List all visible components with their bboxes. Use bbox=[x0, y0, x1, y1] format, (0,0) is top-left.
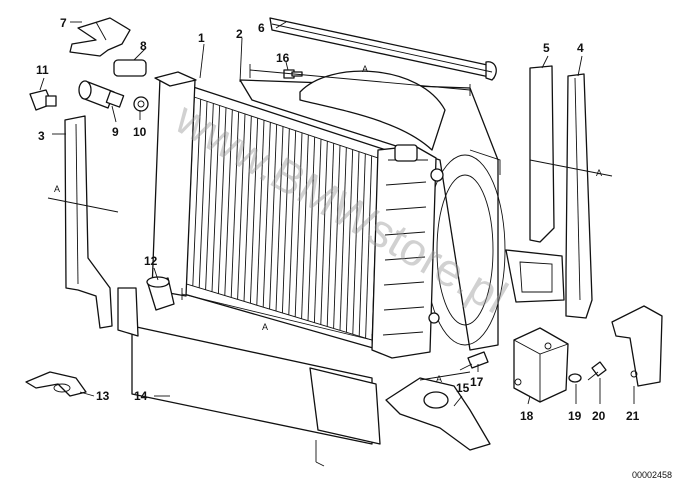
dimension-label-right: A bbox=[596, 168, 602, 178]
radiator-fin-line bbox=[269, 124, 278, 310]
callout-9: 9 bbox=[112, 125, 119, 139]
callout-19: 19 bbox=[568, 409, 582, 423]
callout-18: 18 bbox=[520, 409, 534, 423]
radiator-fin-line bbox=[198, 101, 208, 288]
radiator-fin-line bbox=[365, 155, 373, 339]
radiator-fin-line bbox=[249, 118, 259, 304]
callout-14: 14 bbox=[134, 389, 148, 403]
screw-20 bbox=[587, 361, 607, 381]
callout-12: 12 bbox=[144, 254, 158, 268]
upper-bracket bbox=[69, 17, 131, 57]
radiator-fin-line bbox=[275, 126, 284, 312]
dimension-label-lower: A bbox=[436, 374, 442, 384]
callout-1: 1 bbox=[198, 31, 205, 45]
radiator-fin-line bbox=[320, 141, 328, 325]
rubber-pad bbox=[113, 59, 147, 77]
radiator-fin-line bbox=[243, 115, 252, 302]
callout-3: 3 bbox=[38, 129, 45, 143]
radiator-fin-line bbox=[339, 147, 347, 331]
radiator-fin-line bbox=[288, 130, 297, 315]
callout-8: 8 bbox=[140, 39, 147, 53]
callout-13: 13 bbox=[96, 389, 110, 403]
radiator-fin-line bbox=[313, 139, 322, 323]
callout-10: 10 bbox=[133, 125, 147, 139]
radiator-fin-line bbox=[294, 132, 303, 317]
drain-plug bbox=[29, 89, 57, 111]
radiator-fin-line bbox=[301, 134, 309, 319]
callout-15: 15 bbox=[456, 381, 470, 395]
radiator-fin-line bbox=[211, 105, 221, 292]
radiator-fin-line bbox=[230, 111, 240, 298]
lower-cover-panel bbox=[117, 287, 381, 467]
radiator-right-tank bbox=[371, 144, 444, 359]
callout-4: 4 bbox=[577, 41, 584, 55]
radiator-fin-line bbox=[345, 149, 354, 333]
radiator-fin-line bbox=[224, 109, 233, 296]
radiator-fin-line bbox=[352, 151, 360, 335]
radiator-fin-line bbox=[262, 122, 271, 308]
sealing-washer bbox=[133, 96, 149, 112]
lower-bracket bbox=[611, 305, 663, 387]
radiator-fin-line bbox=[205, 103, 214, 290]
callout-2: 2 bbox=[236, 27, 243, 41]
right-outer-panel bbox=[565, 73, 593, 319]
radiator-fin-line bbox=[281, 128, 290, 313]
radiator-fin-line bbox=[358, 153, 366, 337]
screw-17 bbox=[459, 351, 489, 371]
right-inner-panel bbox=[505, 65, 565, 303]
temperature-switch bbox=[78, 80, 125, 109]
callout-7: 7 bbox=[60, 16, 67, 30]
radiator-fin-line bbox=[237, 113, 246, 300]
callout-21: 21 bbox=[626, 409, 640, 423]
callout-16: 16 bbox=[276, 51, 290, 65]
fan-shroud bbox=[239, 70, 506, 351]
callout-11: 11 bbox=[36, 63, 49, 77]
washer-19 bbox=[568, 373, 582, 383]
rubber-mount bbox=[146, 276, 175, 311]
leader-lines bbox=[39, 21, 635, 407]
radiator-fin-line bbox=[256, 120, 265, 306]
dimension-label-top: A bbox=[362, 64, 368, 74]
radiator-fin-line bbox=[217, 107, 227, 294]
dimension-label-left: A bbox=[54, 184, 60, 194]
dimension-lines bbox=[181, 64, 613, 381]
callout-17: 17 bbox=[470, 375, 484, 389]
expansion-box bbox=[513, 327, 569, 403]
callout-6: 6 bbox=[258, 21, 265, 35]
dimension-label-bottom: A bbox=[262, 322, 268, 332]
drawing-code: 00002458 bbox=[632, 470, 672, 480]
retaining-clip bbox=[25, 371, 87, 397]
radiator-fin-line bbox=[333, 145, 341, 329]
upper-seal-strip bbox=[269, 17, 497, 81]
callout-numbers: 1 2 3 4 5 6 7 8 9 10 11 12 13 14 15 16 1… bbox=[36, 16, 640, 423]
radiator-core bbox=[151, 71, 387, 351]
radiator-fin-line bbox=[307, 136, 316, 321]
radiator-fin-line bbox=[192, 99, 202, 286]
callout-20: 20 bbox=[592, 409, 606, 423]
left-side-panel bbox=[47, 115, 119, 329]
radiator-fin-line bbox=[326, 143, 335, 327]
air-guide-duct bbox=[385, 377, 491, 451]
callout-5: 5 bbox=[543, 41, 550, 55]
